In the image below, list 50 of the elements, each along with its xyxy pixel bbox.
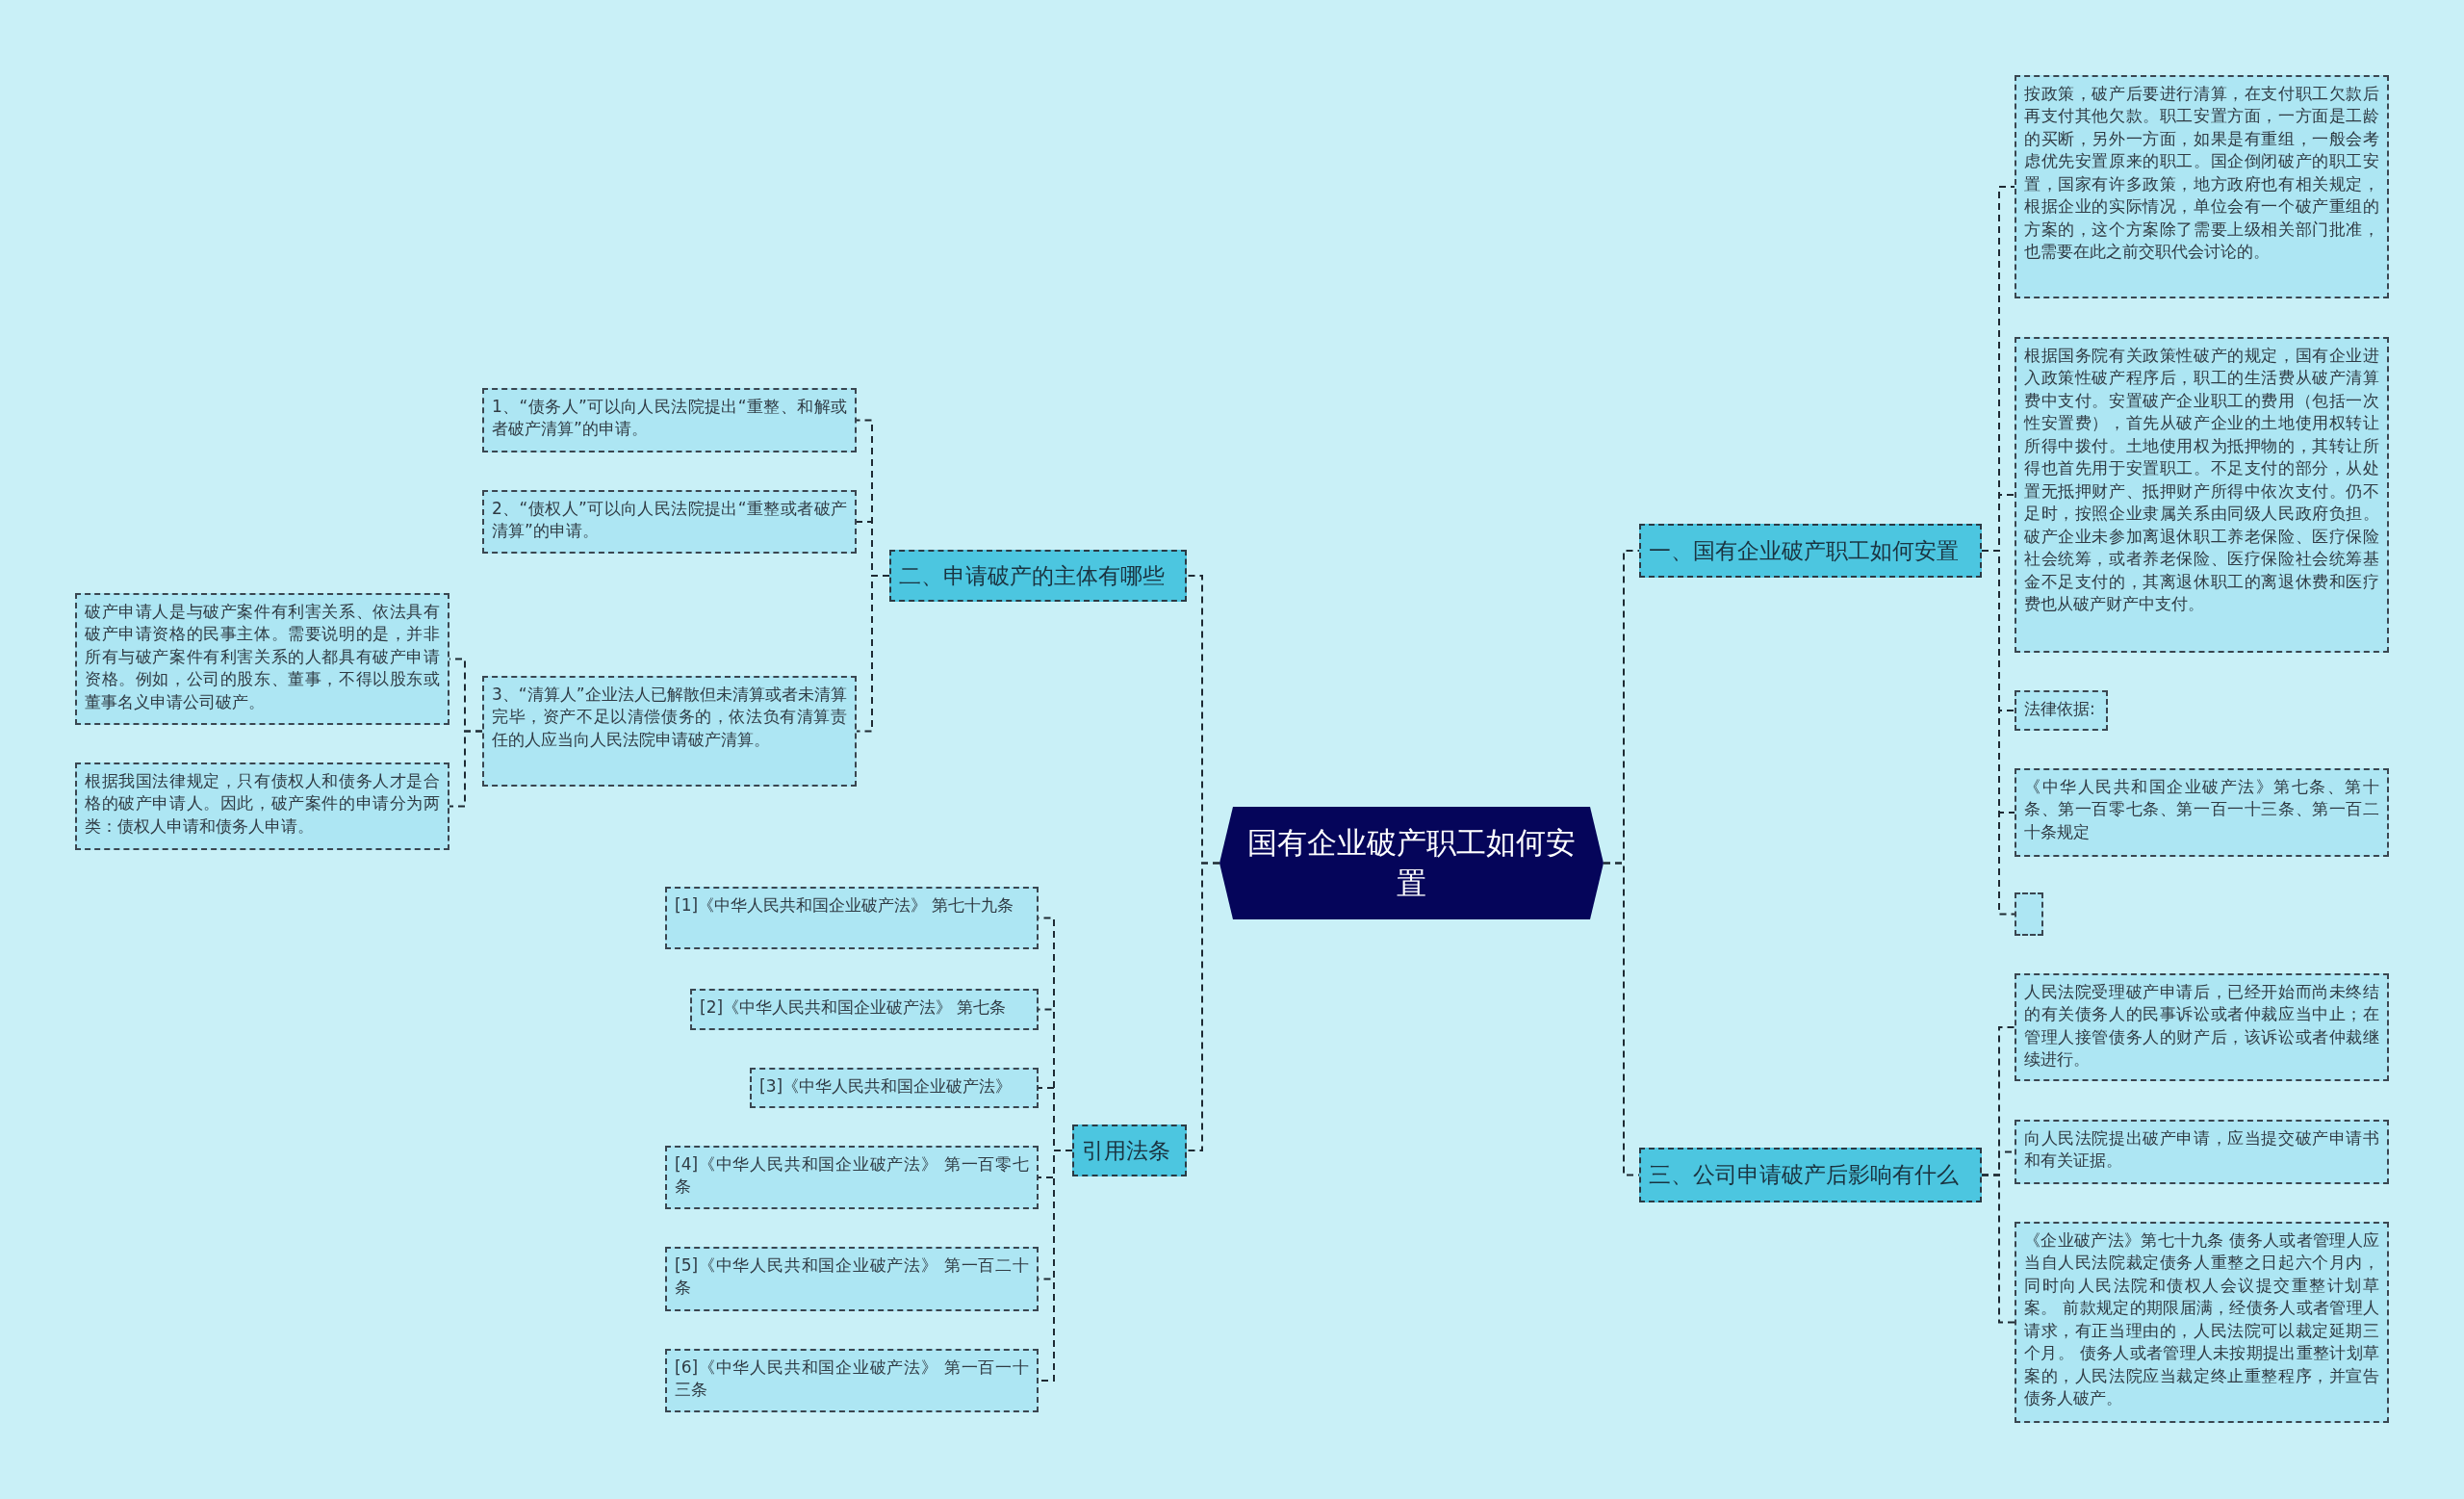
note-text: 按政策，破产后要进行清算，在支付职工欠款后再支付其他欠款。职工安置方面，一方面是工龄的买断，另外一方面，如果是有重组，一般会考虑优先安置原来的职工。国企倒闭破产的职工安置，国家有许多政策，地方政府也有相关规定，根据企业的实际情况，单位会有一个破产重组的方案的，这个方案除了需要上级相关部门批准，也需要在此之前交职代会讨论的。 <box>2024 83 2379 264</box>
note-box <box>482 388 857 452</box>
topic-box <box>1639 524 1982 578</box>
note-text: [6]《中华人民共和国企业破产法》 第一百一十三条 <box>675 1357 1029 1402</box>
empty-box <box>2015 892 2043 936</box>
note-box <box>482 490 857 554</box>
topic-text: 二、申请破产的主体有哪些 <box>899 561 1166 590</box>
central-topic <box>1219 807 1604 919</box>
note-box <box>2015 768 2389 857</box>
note-box <box>690 989 1039 1030</box>
note-box <box>2015 973 2389 1081</box>
note-box <box>75 593 449 725</box>
note-text: [5]《中华人民共和国企业破产法》 第一百二十条 <box>675 1254 1029 1300</box>
topic-box <box>889 550 1187 602</box>
note-box <box>665 1146 1039 1209</box>
topic-text: 三、公司申请破产后影响有什么 <box>1649 1161 1960 1189</box>
note-text: [2]《中华人民共和国企业破产法》 第七条 <box>700 996 1008 1019</box>
note-box <box>2015 1120 2389 1184</box>
note-box <box>2015 690 2108 731</box>
note-text: [1]《中华人民共和国企业破产法》 第七十九条 <box>675 894 1015 917</box>
note-text: [4]《中华人民共和国企业破产法》 第一百零七条 <box>675 1153 1029 1199</box>
topic-box <box>1639 1148 1982 1202</box>
note-box <box>665 887 1039 949</box>
central-topic-text: 国有企业破产职工如何安置 <box>1246 823 1577 902</box>
connector-line <box>1981 1174 2015 1324</box>
note-text: 《企业破产法》第七十九条 债务人或者管理人应当自人民法院裁定债务人重整之日起六个月内，同时向人民法院和债权人会议提交重整计划草案。 前款规定的期限届满，经债务人或者管理人请求，有正当理由的，人民法院可以裁定延期三个月。 债务人或者管理人未按期提出重整计划草案的，人民法院应当裁定终止重整程序，并宣告债务人破产。 <box>2024 1229 2379 1410</box>
note-text: 3、“清算人”企业法人已解散但未清算或者未清算完毕，资产不足以清偿债务的，依法负有清算责任的人应当向人民法院申请破产清算。 <box>492 684 847 751</box>
note-box <box>482 676 857 787</box>
note-text: 《中华人民共和国企业破产法》第七条、第十条、第一百零七条、第一百一十三条、第一百二十条规定 <box>2024 776 2379 843</box>
connector-line <box>856 575 890 733</box>
topic-box <box>1072 1124 1187 1176</box>
note-box <box>750 1068 1039 1108</box>
note-box <box>665 1349 1039 1412</box>
topic-text: 引用法条 <box>1082 1136 1171 1165</box>
topic-text: 一、国有企业破产职工如何安置 <box>1649 536 1960 565</box>
note-text: 向人民法院提出破产申请，应当提交破产申请书和有关证据。 <box>2024 1127 2379 1173</box>
note-box <box>2015 337 2389 653</box>
note-text: 法律依据: <box>2024 698 2096 720</box>
note-text: 2、“债权人”可以向人民法院提出“重整或者破产清算”的申请。 <box>492 498 847 543</box>
note-text: 破产申请人是与破产案件有利害关系、依法具有破产申请资格的民事主体。需要说明的是，并非所有与破产案件有利害关系的人都具有破产申请资格。例如，公司的股东、董事，不得以股东或董事名义申请公司破产。 <box>85 601 440 713</box>
note-text: 根据国务院有关政策性破产的规定，国有企业进入政策性破产程序后，职工的生活费从破产清算费中支付。安置破产企业职工的费用（包括一次性安置费），首先从破产企业的土地使用权转让所得中拨付。土地使用权为抵押物的，其转让所得也首先用于安置职工。不足支付的部分，从处置无抵押财产、抵押财产所得中依次支付。仍不足时，按照企业隶属关系由同级人民政府负担。破产企业未参加离退休职工养老保险、医疗保险社会统筹，或者养老保险、医疗保险社会统筹基金不足支付的，其离退休职工的离退休费和医疗费也从破产财产中支付。 <box>2024 345 2379 615</box>
connector-line <box>1186 862 1220 1151</box>
note-text: [3]《中华人民共和国企业破产法》 <box>759 1075 1014 1098</box>
note-text: 人民法院受理破产申请后，已经开始而尚未终结的有关债务人的民事诉讼或者仲裁应当中止；在管理人接管债务人的财产后，该诉讼或者仲裁继续进行。 <box>2024 981 2379 1072</box>
note-box <box>75 762 449 850</box>
connector-line <box>449 730 483 808</box>
note-text: 1、“债务人”可以向人民法院提出“重整、和解或者破产清算”的申请。 <box>492 396 847 441</box>
note-text: 根据我国法律规定，只有债权人和债务人才是合格的破产申请人。因此，破产案件的申请分为两类：债权人申请和债务人申请。 <box>85 770 440 838</box>
note-box <box>2015 75 2389 298</box>
note-box <box>665 1247 1039 1311</box>
